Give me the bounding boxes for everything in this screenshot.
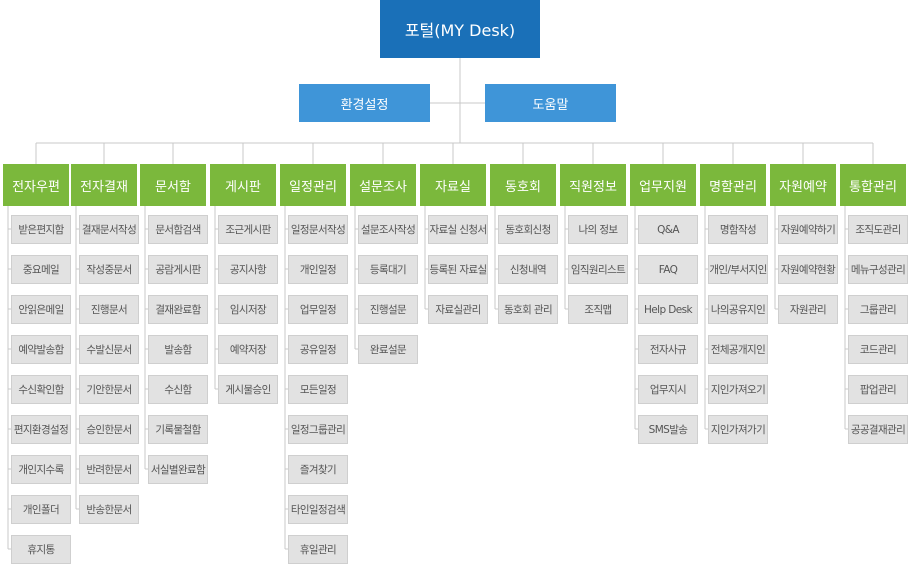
help-node[interactable]: 도움말	[485, 84, 616, 122]
menu-item[interactable]: 업무지시	[638, 375, 698, 404]
category-11[interactable]: 자원예약	[770, 164, 836, 206]
menu-item[interactable]: 문서함검색	[148, 215, 208, 244]
menu-item[interactable]: 설문조사작성	[358, 215, 418, 244]
menu-item[interactable]: 수신함	[148, 375, 208, 404]
menu-item[interactable]: 공지사항	[218, 255, 278, 284]
menu-item[interactable]: 즐겨찾기	[288, 455, 348, 484]
menu-item[interactable]: 메뉴구성관리	[848, 255, 908, 284]
category-3[interactable]: 게시판	[210, 164, 276, 206]
menu-item[interactable]: 그룹관리	[848, 295, 908, 324]
category-0[interactable]: 전자우편	[3, 164, 69, 206]
category-9[interactable]: 업무지원	[630, 164, 696, 206]
category-1[interactable]: 전자결재	[71, 164, 137, 206]
menu-item[interactable]: 등록대기	[358, 255, 418, 284]
menu-item[interactable]: 동호회신청	[498, 215, 558, 244]
menu-item[interactable]: 지인가져오기	[708, 375, 768, 404]
menu-item[interactable]: 중요메일	[11, 255, 71, 284]
menu-item[interactable]: 명함작성	[708, 215, 768, 244]
portal-root-node[interactable]: 포털(MY Desk)	[380, 0, 540, 58]
menu-item[interactable]: 예약저장	[218, 335, 278, 364]
menu-item[interactable]: 반송한문서	[79, 495, 139, 524]
menu-item[interactable]: 공공결재관리	[848, 415, 908, 444]
menu-item[interactable]: 반려한문서	[79, 455, 139, 484]
menu-item[interactable]: 나의공유지인	[708, 295, 768, 324]
menu-item[interactable]: 발송함	[148, 335, 208, 364]
menu-item[interactable]: 결재문서작성	[79, 215, 139, 244]
menu-item[interactable]: 완료설문	[358, 335, 418, 364]
menu-item[interactable]: 지인가져가기	[708, 415, 768, 444]
menu-item[interactable]: 자원예약하기	[778, 215, 838, 244]
category-5[interactable]: 설문조사	[350, 164, 416, 206]
menu-item[interactable]: 조근게시판	[218, 215, 278, 244]
menu-item[interactable]: 수신확인함	[11, 375, 71, 404]
menu-item[interactable]: 게시물승인	[218, 375, 278, 404]
menu-item[interactable]: SMS발송	[638, 415, 698, 444]
menu-item[interactable]: 진행설문	[358, 295, 418, 324]
menu-item[interactable]: 기안한문서	[79, 375, 139, 404]
menu-item[interactable]: 임직원리스트	[568, 255, 628, 284]
menu-item[interactable]: 전체공개지인	[708, 335, 768, 364]
menu-item[interactable]: 공유일정	[288, 335, 348, 364]
menu-item[interactable]: 조직맵	[568, 295, 628, 324]
menu-item[interactable]: 개인지수록	[11, 455, 71, 484]
category-10[interactable]: 명함관리	[700, 164, 766, 206]
menu-item[interactable]: 임시저장	[218, 295, 278, 324]
category-4[interactable]: 일정관리	[280, 164, 346, 206]
menu-item[interactable]: 개인일정	[288, 255, 348, 284]
menu-item[interactable]: 등록된 자료실	[428, 255, 488, 284]
menu-item[interactable]: 조직도관리	[848, 215, 908, 244]
menu-item[interactable]: 자료실 신청서	[428, 215, 488, 244]
menu-item[interactable]: 휴일관리	[288, 535, 348, 564]
menu-item[interactable]: Q&A	[638, 215, 698, 244]
menu-item[interactable]: 안읽은메일	[11, 295, 71, 324]
menu-item[interactable]: 타인일정검색	[288, 495, 348, 524]
menu-item[interactable]: 동호회 관리	[498, 295, 558, 324]
menu-item[interactable]: 코드관리	[848, 335, 908, 364]
menu-item[interactable]: 휴지통	[11, 535, 71, 564]
menu-item[interactable]: 자원관리	[778, 295, 838, 324]
menu-item[interactable]: 기록물철함	[148, 415, 208, 444]
menu-item[interactable]: 공람게시판	[148, 255, 208, 284]
menu-item[interactable]: 전자사규	[638, 335, 698, 364]
menu-item[interactable]: 나의 정보	[568, 215, 628, 244]
menu-item[interactable]: 개인/부서지인	[708, 255, 768, 284]
menu-item[interactable]: 편지환경설정	[11, 415, 71, 444]
menu-item[interactable]: 모든일정	[288, 375, 348, 404]
category-7[interactable]: 동호회	[490, 164, 556, 206]
menu-item[interactable]: 예약발송함	[11, 335, 71, 364]
menu-item[interactable]: 승인한문서	[79, 415, 139, 444]
category-8[interactable]: 직원정보	[560, 164, 626, 206]
category-6[interactable]: 자료실	[420, 164, 486, 206]
menu-item[interactable]: 작성중문서	[79, 255, 139, 284]
menu-item[interactable]: 진행문서	[79, 295, 139, 324]
menu-item[interactable]: 받은편지함	[11, 215, 71, 244]
menu-item[interactable]: 일정문서작성	[288, 215, 348, 244]
menu-item[interactable]: 서실별완료함	[148, 455, 208, 484]
menu-item[interactable]: FAQ	[638, 255, 698, 284]
settings-node[interactable]: 환경설정	[299, 84, 430, 122]
menu-item[interactable]: 일정그룹관리	[288, 415, 348, 444]
menu-item[interactable]: 개인폴더	[11, 495, 71, 524]
category-2[interactable]: 문서함	[140, 164, 206, 206]
menu-item[interactable]: 결재완료함	[148, 295, 208, 324]
category-12[interactable]: 통합관리	[840, 164, 906, 206]
menu-item[interactable]: 수발신문서	[79, 335, 139, 364]
menu-item[interactable]: Help Desk	[638, 295, 698, 324]
menu-item[interactable]: 팝업관리	[848, 375, 908, 404]
menu-item[interactable]: 신청내역	[498, 255, 558, 284]
menu-item[interactable]: 자원예약현황	[778, 255, 838, 284]
menu-item[interactable]: 자료실관리	[428, 295, 488, 324]
menu-item[interactable]: 업무일정	[288, 295, 348, 324]
